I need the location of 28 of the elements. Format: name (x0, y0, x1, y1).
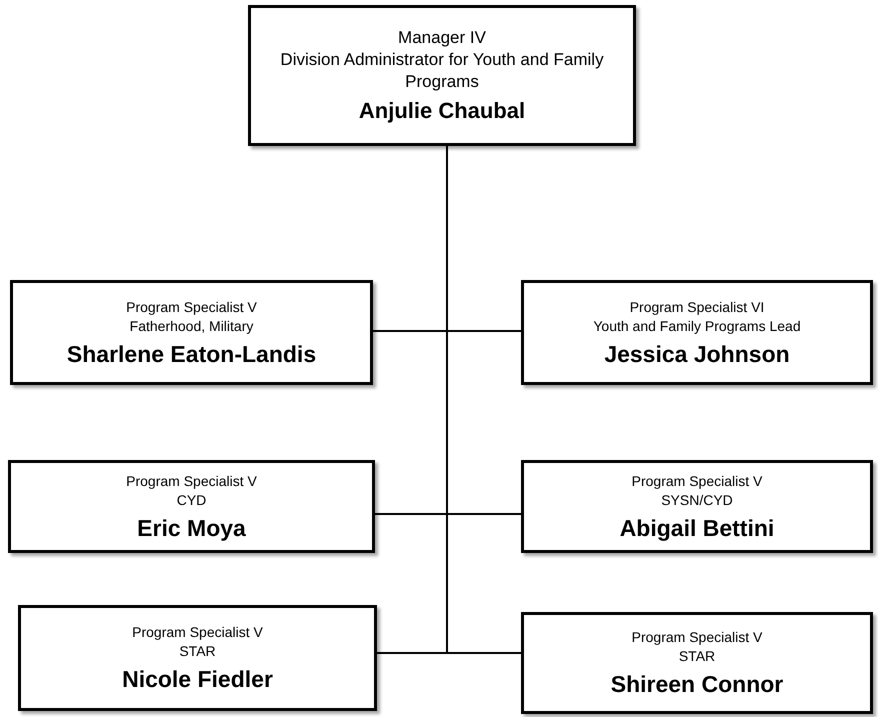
position-box (10, 280, 373, 385)
employee-name: Jessica Johnson (604, 340, 790, 368)
employee-name: Sharlene Eaton-Landis (66, 340, 316, 368)
position-title: Fatherhood, Military (130, 316, 254, 336)
position-title: Youth and Family Programs Lead (593, 316, 801, 336)
position-title: Program Specialist V (126, 472, 257, 490)
employee-name: Anjulie Chaubal (358, 96, 526, 124)
employee-name: Shireen Connor (610, 670, 784, 698)
position-title: STAR (678, 647, 716, 666)
position-title: Program Specialist VI (630, 298, 764, 316)
employee-name: Nicole Fiedler (122, 665, 273, 693)
position-title: Program Specialist V (632, 628, 762, 647)
position-title: Division Administrator for Youth and Family Programs (279, 48, 605, 92)
position-title: Program Specialist V (632, 472, 762, 490)
position-title: STAR (179, 642, 216, 661)
position-title: Program Specialist V (132, 623, 263, 642)
position-title: CYD (176, 490, 206, 510)
employee-name: Abigail Bettini (620, 514, 774, 542)
position-title: Program Specialist V (126, 298, 257, 316)
position-title: SYSN/CYD (661, 490, 733, 510)
position-box (521, 460, 873, 553)
position-box (521, 612, 873, 714)
position-box (248, 5, 636, 146)
position-box (18, 605, 377, 711)
position-title: Manager IV (398, 26, 486, 48)
position-box (8, 460, 375, 553)
position-box (521, 280, 873, 385)
employee-name: Eric Moya (137, 514, 246, 542)
